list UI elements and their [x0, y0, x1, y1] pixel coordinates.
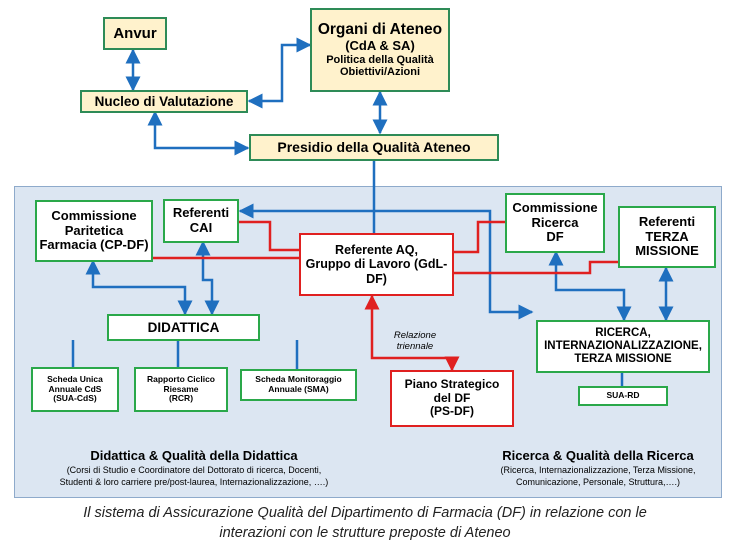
red-link-aq-tm [453, 260, 620, 275]
sma-box: Scheda Monitoraggio Annuale (SMA) [240, 369, 357, 401]
didattica-label: DIDATTICA [147, 319, 220, 335]
caption-line-2: interazioni con le strutture preposte di… [219, 524, 511, 541]
piano-strategico-box: Piano Strategico del DF (PS-DF) [390, 370, 514, 427]
caption-line-1: Il sistema di Assicurazione Qualità del … [83, 505, 647, 521]
crdf-line-3: DF [546, 229, 564, 245]
crdf-line-2: Ricerca [531, 214, 579, 230]
tm-line-1: Referenti [638, 213, 696, 229]
didattica-section-desc-2: Studenti & loro carriere pre/post-laurea… [59, 476, 329, 487]
ricerca-line-1: RICERCA, [595, 326, 651, 339]
referenti-terza-missione-box: Referenti TERZA MISSIONE [618, 206, 716, 268]
ricerca-line-2: INTERNAZIONALIZZAZIONE, [544, 339, 702, 352]
cp-line-2: Paritetica [64, 222, 124, 238]
didattica-box: DIDATTICA [107, 314, 260, 341]
organi-line-obiettivi: Obiettivi/Azioni [339, 66, 421, 79]
sua-rd-box: SUA-RD [578, 386, 668, 406]
ricerca-section-desc-2: Comunicazione, Personale, Struttura,….) [515, 476, 681, 487]
cp-line-3: Farmacia (CP-DF) [39, 237, 149, 253]
nucleo-label: Nucleo di Valutazione [94, 93, 234, 109]
red-link-cai-aq [238, 220, 300, 252]
anvur-box: Anvur [103, 17, 167, 50]
ps-line-3: (PS-DF) [430, 404, 474, 419]
organi-title: Organi di Ateneo [317, 20, 443, 38]
crdf-line-1: Commissione [512, 199, 598, 215]
anvur-label: Anvur [113, 24, 157, 42]
referente-aq-box: Referente AQ, Gruppo di Lavoro (GdL- DF) [299, 233, 454, 296]
cai-line-1: Referenti [172, 205, 230, 221]
organi-ateneo-box: Organi di Ateneo (CdA & SA) Politica del… [310, 8, 450, 92]
didattica-section-desc-1: (Corsi di Studio e Coordinatore del Dott… [66, 464, 322, 475]
connector-nucleo-presidio [147, 110, 250, 156]
connector-nucleo-organi [247, 37, 312, 109]
rcr-line-1: Rapporto Ciclico [146, 373, 215, 384]
ricerca-section-title: Ricerca & Qualità della Ricerca [502, 448, 694, 463]
connector-cai-ricerca [238, 203, 534, 320]
didattica-section: Didattica & Qualità della Didattica (Cor… [24, 448, 364, 488]
rel-line-2: triennale [396, 341, 434, 353]
ps-line-2: del DF [433, 390, 471, 405]
red-link-aq-crdf [453, 220, 505, 254]
rcr-line-2: Riesame [163, 383, 199, 394]
tm-line-3: MISSIONE [635, 243, 699, 259]
sua-cds-box: Scheda Unica Annuale CdS (SUA-CdS) [31, 367, 119, 412]
commissione-ricerca-box: Commissione Ricerca DF [505, 193, 605, 253]
relazione-triennale-label: Relazione triennale [380, 330, 450, 353]
connector-cp-didattica [85, 259, 193, 316]
organi-line-politica: Politica della Qualità [326, 53, 434, 66]
presidio-label: Presidio della Qualità Ateneo [277, 139, 471, 156]
rel-line-1: Relazione [393, 330, 437, 341]
cp-line-1: Commissione [51, 207, 137, 223]
sua-cds-line-1: Scheda Unica [47, 373, 103, 384]
ricerca-section-desc-1: (Ricerca, Internazionalizzazione, Terza … [500, 464, 696, 475]
ricerca-box: RICERCA, INTERNAZIONALIZZAZIONE, TERZA M… [536, 320, 710, 373]
figure-caption: Il sistema di Assicurazione Qualità del … [0, 504, 730, 543]
tm-line-2: TERZA [645, 228, 689, 244]
sua-cds-line-2: Annuale CdS [48, 383, 102, 394]
ps-line-1: Piano Strategico [404, 376, 500, 391]
referenti-cai-box: Referenti CAI [163, 199, 239, 243]
rcr-box: Rapporto Ciclico Riesame (RCR) [134, 367, 228, 412]
didattica-section-title: Didattica & Qualità della Didattica [90, 448, 298, 463]
red-link-aq-ps [364, 294, 460, 372]
ricerca-section: Ricerca & Qualità della Ricerca (Ricerca… [478, 448, 718, 488]
sua-rd-label: SUA-RD [606, 390, 640, 401]
ricerca-line-3: TERZA MISSIONE [574, 353, 672, 366]
connector-cai-didattica [195, 240, 220, 316]
cai-line-2: CAI [189, 220, 213, 235]
organi-subtitle: (CdA & SA) [345, 37, 415, 53]
aq-line-3: DF) [366, 271, 387, 286]
nucleo-valutazione-box: Nucleo di Valutazione [80, 90, 248, 113]
aq-line-1: Referente AQ, [335, 242, 418, 257]
sua-cds-line-3: (SUA-CdS) [53, 393, 97, 404]
commissione-paritetica-box: Commissione Paritetica Farmacia (CP-DF) [35, 200, 153, 262]
sma-line-2: Annuale (SMA) [268, 384, 329, 394]
aq-line-2: Gruppo di Lavoro (GdL- [305, 257, 448, 272]
connector-crdf-ricerca [548, 250, 632, 322]
presidio-qualita-box: Presidio della Qualità Ateneo [249, 134, 499, 161]
rcr-line-3: (RCR) [168, 393, 194, 404]
sma-line-1: Scheda Monitoraggio [255, 374, 342, 385]
